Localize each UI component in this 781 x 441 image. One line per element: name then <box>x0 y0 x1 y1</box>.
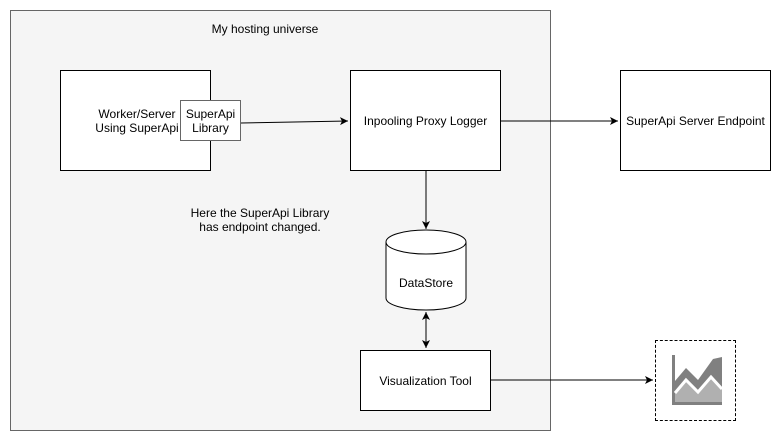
visualization-tool-node[interactable]: Visualization Tool <box>360 350 491 411</box>
superapi-library-node[interactable]: SuperApi Library <box>180 100 241 141</box>
proxy-logger-node[interactable]: Inpooling Proxy Logger <box>350 70 501 171</box>
area-chart-icon <box>655 340 736 421</box>
datastore-node[interactable] <box>385 229 467 311</box>
group-title: My hosting universe <box>211 22 319 36</box>
datastore-label: DataStore <box>398 276 454 290</box>
endpoint-change-note: Here the SuperApi Library has endpoint c… <box>190 206 330 234</box>
worker-server-label: Worker/Server Using SuperApi <box>95 106 179 135</box>
library-to-proxy-arrow <box>240 117 349 126</box>
server-endpoint-node[interactable]: SuperApi Server Endpoint <box>620 70 771 171</box>
